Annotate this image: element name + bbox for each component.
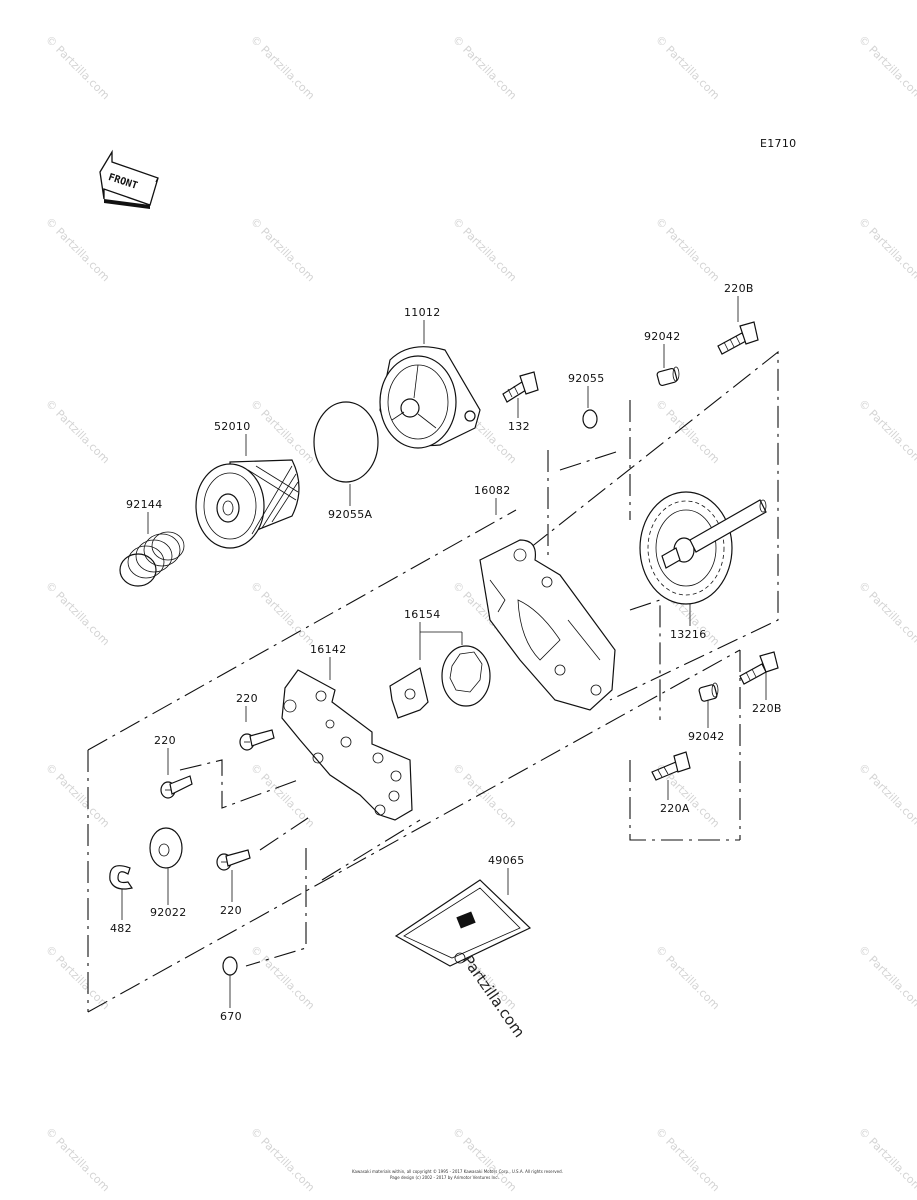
gear-shaft-13216 [639,491,767,605]
label-13216: 13216 [670,628,707,641]
bolt-132 [502,371,539,403]
label-92055: 92055 [568,372,605,385]
bolt-220b-bottom [739,651,779,685]
filter-cover-11012 [379,346,481,449]
watermark-tile: © Partzilla.com [43,943,112,1012]
watermark-tile: © Partzilla.com [450,33,519,102]
diagram-code: E1710 [760,137,796,150]
watermark-tile: © Partzilla.com [450,215,519,284]
label-220a: 220A [660,802,690,815]
watermark-tile: © Partzilla.com [248,33,317,102]
label-11012: 11012 [404,306,441,319]
watermark-tile: © Partzilla.com [248,215,317,284]
screw-220-c [216,849,251,871]
label-92042-bottom: 92042 [688,730,725,743]
circlip-482 [109,865,133,890]
label-16154: 16154 [404,608,441,621]
label-plate-49065 [394,879,532,967]
watermark-tile: © Partzilla.com [856,579,917,648]
label-220-b: 220 [154,734,176,747]
watermark-tile: © Partzilla.com [856,943,917,1012]
leader-lines [121,296,767,1008]
screw-220-a [239,729,275,751]
watermark-tile: © Partzilla.com [43,579,112,648]
rotor-set-16154 [389,645,491,719]
watermark-tile: © Partzilla.com [856,33,917,102]
bolt-220a [651,751,691,781]
pump-body-16082 [479,539,616,711]
watermark-tile: © Partzilla.com [248,943,317,1012]
label-670: 670 [220,1010,242,1023]
watermark-tile: © Partzilla.com [450,1125,519,1194]
label-92055a: 92055A [328,508,372,521]
watermark-tile: © Partzilla.com [43,33,112,102]
label-220b-bottom: 220B [752,702,782,715]
o-ring-92055a [313,401,379,483]
washer-92022 [149,827,183,869]
part-labels: 220B 92042 11012 92055 132 52010 92144 9… [110,282,782,1023]
watermark-tile: © Partzilla.com [43,397,112,466]
watermark-tile: © Partzilla.com [856,397,917,466]
pump-cover-16142 [281,669,413,821]
label-92144: 92144 [126,498,163,511]
watermark-tile: © Partzilla.com [248,1125,317,1194]
o-ring-670 [222,956,238,976]
watermark-tile: © Partzilla.com [856,215,917,284]
front-arrow-icon: FRONT [99,149,159,209]
watermark-tile: © Partzilla.com [43,1125,112,1194]
label-92042-top: 92042 [644,330,681,343]
watermark-tile: © Partzilla.com [43,215,112,284]
label-52010: 52010 [214,420,251,433]
watermark-tile: © Partzilla.com [856,1125,917,1194]
footer-line-2: Page design (c) 2002 - 2017 by Arimotor … [390,1175,499,1180]
label-482: 482 [110,922,132,935]
label-220b-top: 220B [724,282,754,295]
label-49065: 49065 [488,854,525,867]
label-220-a: 220 [236,692,258,705]
bolt-220b-top [717,321,759,355]
screw-220-b [160,775,193,799]
label-16142: 16142 [310,643,347,656]
dowel-92042-top [656,366,680,387]
label-16082: 16082 [474,484,511,497]
label-92022: 92022 [150,906,187,919]
watermark-tile: © Partzilla.com [653,33,722,102]
watermark-tile: © Partzilla.com [653,215,722,284]
watermark-tile: © Partzilla.com [248,761,317,830]
dowel-92042-bottom [698,682,719,702]
label-220-c: 220 [220,904,242,917]
watermark-tile: © Partzilla.com [43,761,112,830]
watermark-layer: © Partzilla.com © Partzilla.com © Partzill… [43,33,917,1194]
watermark-tile: © Partzilla.com [248,397,317,466]
watermark-tile: © Partzilla.com [248,579,317,648]
assembly-frame [87,350,779,1013]
watermark-tile: © Partzilla.com [653,943,722,1012]
label-132: 132 [508,420,530,433]
watermark-tile: © Partzilla.com [450,761,519,830]
watermark-large: Partzilla.com [459,952,529,1041]
watermark-tile: © Partzilla.com [653,397,722,466]
footer-line-1: Kawasaki materials within, all copyright… [352,1169,563,1174]
oil-filter-52010 [195,459,300,549]
watermark-tile: © Partzilla.com [653,1125,722,1194]
watermark-tile: © Partzilla.com [856,761,917,830]
spring-92144 [119,531,185,587]
o-ring-92055 [582,409,598,429]
